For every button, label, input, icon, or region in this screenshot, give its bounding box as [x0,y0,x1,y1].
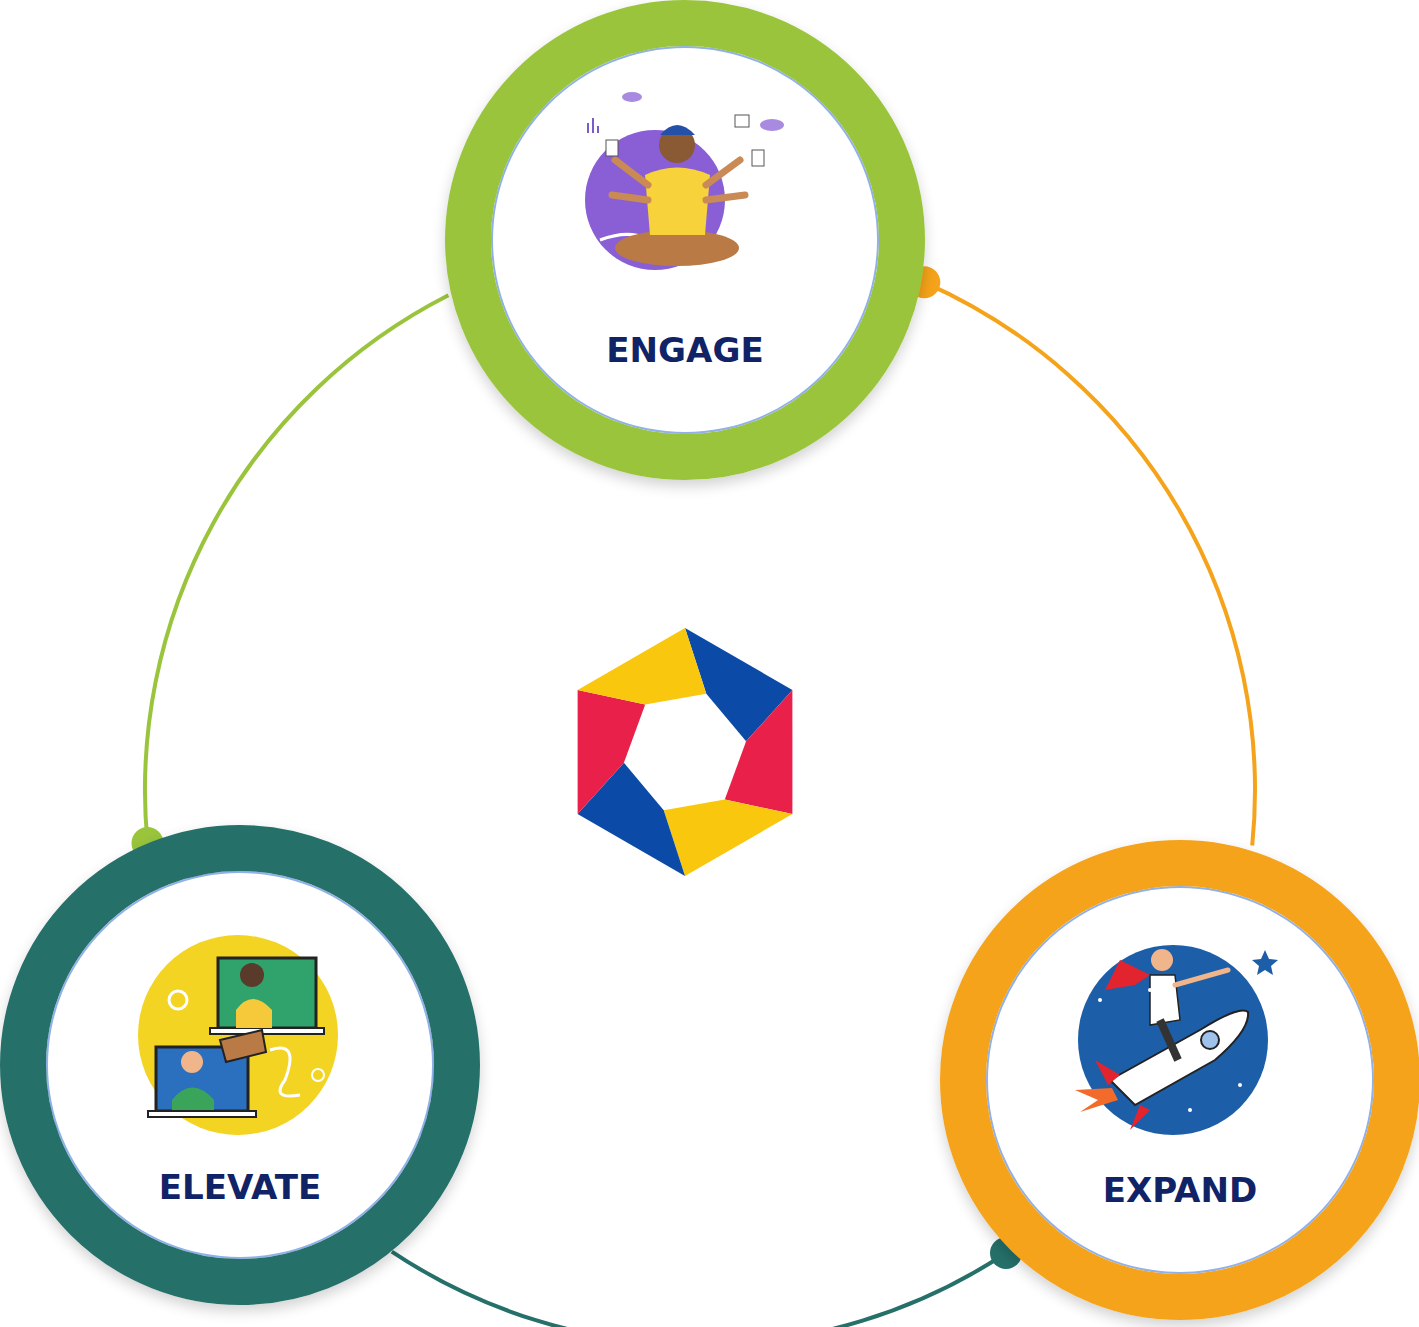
cycle-arc [924,282,1255,845]
cycle-arc [392,1252,1006,1327]
stage-circle: EXPAND [940,840,1419,1320]
circle-fill [485,40,885,440]
stage-label: ENGAGE [491,330,879,370]
arc-end-dot [990,1237,1022,1269]
elevate-illustration [138,935,338,1135]
logo-segment [725,690,793,814]
logo-segment [578,628,707,705]
stage-label: ELEVATE [46,1167,434,1207]
center-logo [578,628,793,876]
stage-label: EXPAND [986,1170,1374,1210]
logo-segment [578,690,646,814]
circle-fill [40,865,440,1265]
engage-illustration [585,92,784,270]
logo-segment [664,800,793,877]
stage-circle: ELEVATE [0,825,480,1305]
cycle-arc [145,295,448,843]
stage-circle: ENGAGE [445,0,925,480]
circle-fill [980,880,1380,1280]
expand-illustration [1075,945,1278,1135]
